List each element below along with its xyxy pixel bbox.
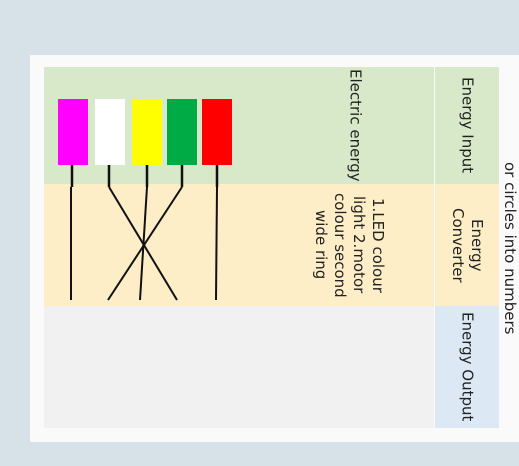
electric-energy-label: Electric energy	[346, 69, 365, 182]
converter-section	[44, 184, 434, 306]
led-2	[95, 99, 125, 165]
wire-3	[139, 186, 148, 301]
led-3	[132, 99, 162, 165]
led-group	[58, 99, 232, 165]
diagram-card: The energy converter converts the colour…	[30, 55, 519, 442]
wire-5	[215, 186, 218, 301]
wire-4	[107, 186, 183, 301]
energy-input-header: Energy Input	[435, 67, 499, 184]
led-1	[58, 99, 88, 165]
output-section	[44, 306, 434, 428]
led-4	[167, 99, 197, 165]
converter-description: 1.LED colour light 2.motor colour second…	[312, 192, 387, 298]
energy-output-header: Energy Output	[435, 306, 499, 428]
led-wiring	[58, 99, 232, 301]
energy-converter-header: Energy Converter	[435, 184, 499, 306]
wire-group	[70, 165, 219, 301]
diagram-caption: The energy converter converts the colour…	[501, 162, 519, 335]
led-5	[202, 99, 232, 165]
